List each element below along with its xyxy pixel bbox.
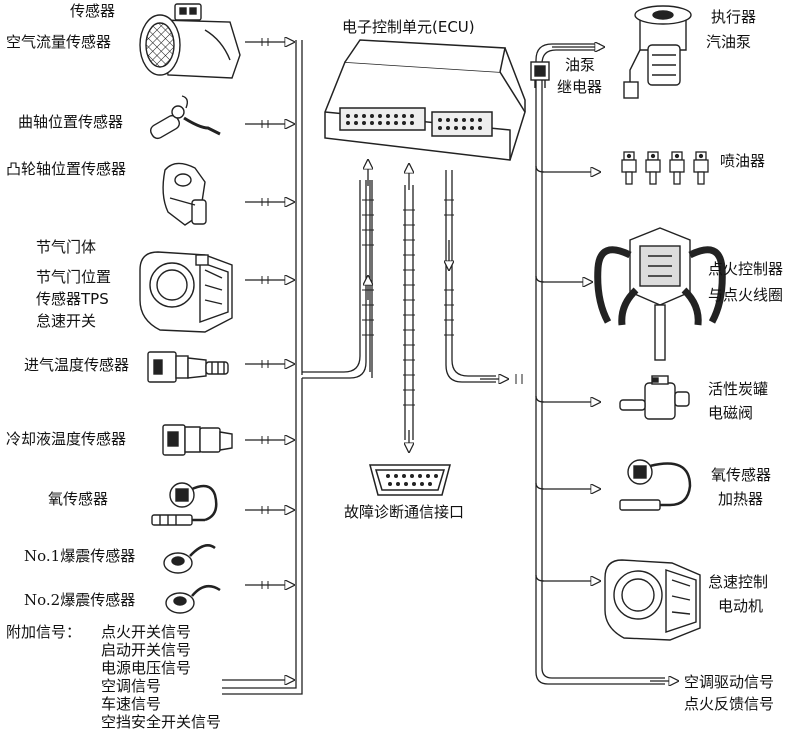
actuators-group-label: 执行器 xyxy=(711,8,757,26)
extra-signal-ac: 空调信号 xyxy=(101,677,162,695)
knock1-label: No.1爆震传感器 xyxy=(24,547,136,565)
extra-signal-start: 启动开关信号 xyxy=(101,641,192,659)
diagnostic-port-label: 故障诊断通信接口 xyxy=(344,503,465,521)
ecu-icon xyxy=(324,39,526,161)
extra-signals-label: 附加信号： xyxy=(6,623,82,641)
maf-label: 空气流量传感器 xyxy=(6,33,112,51)
temp-sensor-icon xyxy=(147,351,229,383)
idle-motor-icon xyxy=(604,559,701,641)
fuel-pump-label: 汽油泵 xyxy=(706,33,752,51)
idle-motor-label-line1: 怠速控制 xyxy=(708,573,769,591)
maf-sensor-icon xyxy=(139,3,241,79)
tps-label-line2: 传感器TPS xyxy=(36,290,109,308)
extra-signal-voltage: 电源电压信号 xyxy=(101,659,192,677)
ecu-title: 电子控制单元(ECU) xyxy=(342,18,475,36)
diagnostic-link xyxy=(404,185,414,440)
bus-to-ecu xyxy=(302,180,373,379)
knock2-label: No.2爆震传感器 xyxy=(24,591,136,609)
sensors-group-label: 传感器 xyxy=(70,2,116,20)
relay-label-line1: 油泵 xyxy=(565,56,596,74)
obd-connector-icon xyxy=(369,464,451,496)
extra-signal-speed: 车速信号 xyxy=(101,695,162,713)
knock-sensor-icon xyxy=(165,584,221,614)
sensor-arrows xyxy=(222,42,294,680)
oxygen-sensor-label: 氧传感器 xyxy=(48,490,109,508)
actuator-arrows xyxy=(542,47,678,681)
crank-label: 曲轴位置传感器 xyxy=(18,113,124,131)
canister-valve-icon xyxy=(619,375,690,420)
sensor-input-bus xyxy=(222,40,303,695)
throttle-body-icon xyxy=(139,251,233,333)
ignition-label-line2: 与点火线圈 xyxy=(708,286,784,304)
feedback-label-line1: 空调驱动信号 xyxy=(684,673,775,691)
intake-temp-label: 进气温度传感器 xyxy=(24,356,130,374)
relay-label-line2: 继电器 xyxy=(557,78,603,96)
oxygen-sensor-icon xyxy=(151,482,218,526)
cam-sensor-icon xyxy=(162,162,207,226)
cam-label: 凸轮轴位置传感器 xyxy=(6,160,127,178)
knock-sensor-icon xyxy=(163,544,216,574)
extra-signal-ignition: 点火开关信号 xyxy=(101,623,192,641)
ecu-to-actuator-bus xyxy=(445,170,496,383)
o2-heater-label-line2: 加热器 xyxy=(718,490,764,508)
ignition-coil-icon xyxy=(594,227,726,361)
extra-signal-neutral: 空挡安全开关信号 xyxy=(101,713,222,731)
throttle-body-label: 节气门体 xyxy=(36,238,97,256)
feedback-label-line2: 点火反馈信号 xyxy=(684,695,775,713)
coolant-temp-label: 冷却液温度传感器 xyxy=(6,430,127,448)
relay-icon xyxy=(530,61,550,88)
oxygen-sensor-icon xyxy=(619,459,692,511)
o2-heater-label-line1: 氧传感器 xyxy=(711,466,772,484)
tps-label-line1: 节气门位置 xyxy=(36,268,112,286)
ignition-label-line1: 点火控制器 xyxy=(708,260,784,278)
bus-ticks xyxy=(261,38,269,589)
idle-switch-label: 怠速开关 xyxy=(36,312,97,330)
canister-label-line2: 电磁阀 xyxy=(708,404,754,422)
crank-sensor-icon xyxy=(150,95,221,140)
actuator-output-bus xyxy=(535,43,665,685)
fuel-pump-icon xyxy=(623,5,692,99)
injector-icon xyxy=(621,151,709,185)
canister-label-line1: 活性炭罐 xyxy=(708,380,769,398)
injector-label: 喷油器 xyxy=(720,152,766,170)
idle-motor-label-line2: 电动机 xyxy=(718,597,764,615)
coolant-sensor-icon xyxy=(162,424,233,456)
